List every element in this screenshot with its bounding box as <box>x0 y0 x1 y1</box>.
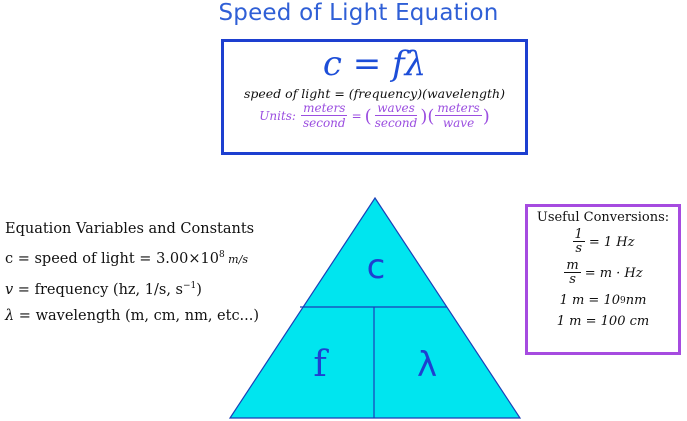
units-p2-fraction: meters wave <box>435 101 482 130</box>
variable-tail: m/s <box>224 252 248 266</box>
conv-sup: 9 <box>620 295 626 306</box>
conversions-box: Useful Conversions: 1 s = 1 Hz m s = m ·… <box>525 204 681 355</box>
conv-den: s <box>575 241 583 256</box>
variable-v: v = frequency (hz, 1/s, s−1) <box>5 273 259 303</box>
units-lhs-num: meters <box>301 101 348 116</box>
triangle-shape <box>228 196 522 419</box>
equation-triangle: c f λ <box>228 196 522 419</box>
conv-den: s <box>569 272 576 287</box>
variables-heading: Equation Variables and Constants <box>5 221 255 237</box>
variable-lambda: λ = wavelength (m, cm, nm, etc...) <box>5 303 259 329</box>
paren-close-2: ) <box>482 105 490 127</box>
conversions-title: Useful Conversions: <box>536 210 670 225</box>
conv-rhs: nm <box>625 293 647 308</box>
variable-sup: −1 <box>182 280 197 291</box>
conversion-row-4: 1 m = 100 cm <box>528 314 678 329</box>
units-p1-fraction: waves second <box>373 101 420 131</box>
paren-close-1: ) <box>420 105 428 127</box>
units-equals: = <box>351 109 362 123</box>
variable-sup: 8 <box>218 250 225 260</box>
paren-open-2: ( <box>427 105 435 127</box>
variable-symbol: v <box>5 281 14 298</box>
units-p2-num: meters <box>435 101 482 116</box>
triangle-label-lambda: λ <box>417 345 437 385</box>
units-p2-den: wave <box>442 116 475 130</box>
page-title: Speed of Light Equation <box>218 0 499 26</box>
variable-text: = wavelength (m, cm, nm, etc...) <box>14 307 260 324</box>
variables-list: Equation Variables and Constants c = spe… <box>5 216 259 329</box>
conv-num: m <box>564 258 581 273</box>
units-label: Units: <box>259 109 296 123</box>
equation-words: speed of light = (frequency)(wavelength) <box>243 86 505 101</box>
units-p1-num: waves <box>375 101 417 116</box>
units-p1-den: second <box>374 116 418 130</box>
paren-open-1: ( <box>364 105 372 127</box>
conv-num: 1 <box>572 227 585 242</box>
main-equation: c = fλ <box>322 44 427 84</box>
variable-tail: ) <box>196 281 202 298</box>
units-lhs-fraction: meters second <box>301 102 348 130</box>
variable-symbol: c <box>5 250 14 267</box>
units-lhs-den: second <box>302 116 346 130</box>
conv-frac-1: 1 s <box>572 227 585 256</box>
variable-symbol: λ <box>5 307 15 324</box>
conversion-row-2: m s = m · Hz <box>528 259 678 287</box>
conv-rhs: = m · Hz <box>584 265 643 281</box>
triangle-label-f: f <box>313 344 329 385</box>
conv-text: 1 m = 100 cm <box>556 314 650 329</box>
conversion-row-1: 1 s = 1 Hz <box>528 228 678 256</box>
variable-text: = frequency (hz, 1/s, s <box>13 281 183 298</box>
variable-c: c = speed of light = 3.00×108 m/s <box>5 242 259 273</box>
units-line: Units: meters second = ( waves second ) … <box>224 101 525 131</box>
conv-lhs: 1 m = 10 <box>559 293 620 308</box>
variable-text: = speed of light = 3.00×10 <box>13 250 219 267</box>
triangle-label-c: c <box>367 247 386 287</box>
equation-box: c = fλ speed of light = (frequency)(wave… <box>221 39 528 155</box>
conv-frac-2: m s <box>564 258 581 287</box>
conv-rhs: = 1 Hz <box>588 234 635 250</box>
